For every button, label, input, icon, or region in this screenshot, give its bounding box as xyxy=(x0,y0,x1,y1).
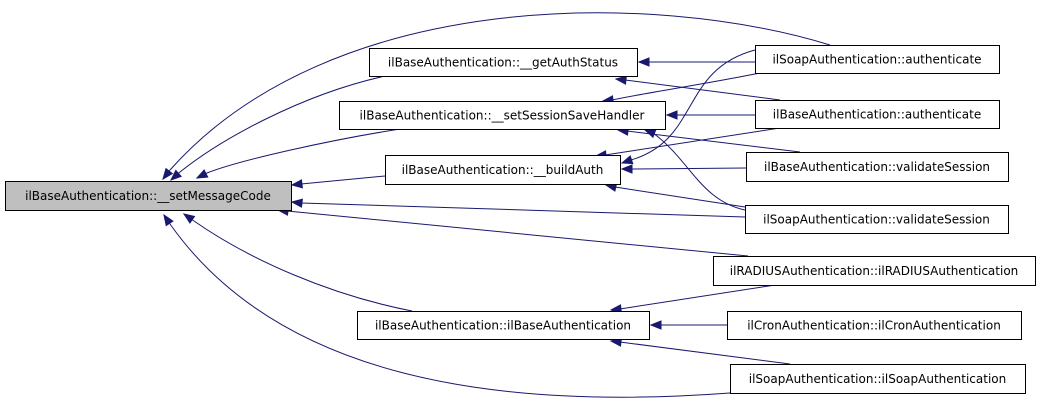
node-label[interactable]: ilSoapAuthentication::authenticate xyxy=(772,53,981,67)
node-box[interactable] xyxy=(730,364,1026,394)
call-edge-baseAuthenticate-to-getAuthStatus xyxy=(614,75,781,101)
caller-node-cronCtor[interactable]: ilCronAuthentication::ilCronAuthenticati… xyxy=(727,311,1022,340)
node-label: ilBaseAuthentication::__setMessageCode xyxy=(25,189,271,203)
caller-node-getAuthStatus[interactable]: ilBaseAuthentication::__getAuthStatus xyxy=(369,48,638,77)
call-edge-soapCtor-to-baseCtor xyxy=(609,337,791,365)
edge-line xyxy=(286,210,749,257)
node-box[interactable] xyxy=(746,152,1009,182)
call-edge-getAuthStatus-to-setMessageCode xyxy=(169,75,386,181)
node-box[interactable] xyxy=(339,101,666,130)
node-label[interactable]: ilCronAuthentication::ilCronAuthenticati… xyxy=(747,319,1001,333)
edge-line xyxy=(619,341,791,365)
edge-line xyxy=(611,72,761,101)
node-box[interactable] xyxy=(727,311,1022,340)
node-box[interactable] xyxy=(755,45,1000,74)
edge-line xyxy=(630,167,747,170)
call-edge-radiusCtor-to-baseCtor xyxy=(609,284,776,314)
node-box[interactable] xyxy=(713,256,1036,286)
edge-line xyxy=(652,132,746,211)
caller-node-baseAuthenticate[interactable]: ilBaseAuthentication::authenticate xyxy=(755,100,1000,129)
edge-line xyxy=(300,202,746,218)
call-edge-soapAuthenticate-to-setMessageCode xyxy=(162,12,831,181)
arrowhead-icon xyxy=(614,75,627,85)
caller-node-soapValidateSession[interactable]: ilSoapAuthentication::validateSession xyxy=(745,205,1009,234)
edge-line xyxy=(619,284,776,310)
call-edge-soapAuthenticate-to-getAuthStatus xyxy=(637,57,755,67)
call-edge-cronCtor-to-baseCtor xyxy=(649,320,727,330)
node-label[interactable]: ilSoapAuthentication::ilSoapAuthenticati… xyxy=(749,372,1006,386)
arrowhead-icon xyxy=(290,198,303,208)
node-box[interactable] xyxy=(369,48,638,77)
node-box[interactable] xyxy=(755,100,1000,129)
arrowhead-icon xyxy=(163,213,174,227)
caller-node-baseCtor[interactable]: ilBaseAuthentication::ilBaseAuthenticati… xyxy=(357,311,650,340)
arrowhead-icon xyxy=(637,57,650,67)
node-label[interactable]: ilRADIUSAuthentication::ilRADIUSAuthenti… xyxy=(730,264,1019,278)
caller-node-baseValidateSession[interactable]: ilBaseAuthentication::validateSession xyxy=(746,152,1009,182)
edge-line xyxy=(652,132,655,134)
arrowhead-icon xyxy=(162,167,174,181)
call-edge-soapValidateSession-to-setMessageCode xyxy=(290,198,746,218)
edge-line xyxy=(626,130,801,153)
arrowhead-icon xyxy=(665,110,678,120)
edge-line xyxy=(614,186,746,208)
call-edge-baseAuthenticate-to-setSessionSaveHandler xyxy=(665,110,755,120)
edge-line xyxy=(300,175,386,185)
node-label[interactable]: ilSoapAuthentication::validateSession xyxy=(763,213,990,227)
arrowhead-icon xyxy=(195,169,209,179)
node-label[interactable]: ilBaseAuthentication::__getAuthStatus xyxy=(388,56,618,70)
node-box[interactable] xyxy=(745,205,1009,234)
edge-line xyxy=(193,220,413,312)
edge-line xyxy=(168,169,171,172)
caller-node-radiusCtor[interactable]: ilRADIUSAuthentication::ilRADIUSAuthenti… xyxy=(713,256,1036,286)
node-box[interactable] xyxy=(357,311,650,340)
edges-layer xyxy=(162,12,831,398)
edge-line xyxy=(624,79,781,101)
call-edge-soapCtor-to-setMessageCode xyxy=(163,213,731,398)
edge-line xyxy=(178,171,181,174)
arrowhead-icon xyxy=(649,320,662,330)
arrowhead-icon xyxy=(620,164,633,174)
call-edge-buildAuth-to-setMessageCode xyxy=(290,175,386,189)
node-label[interactable]: ilBaseAuthentication::__setSessionSaveHa… xyxy=(360,109,645,123)
call-edge-baseCtor-to-setMessageCode xyxy=(182,213,413,312)
caller-node-buildAuth[interactable]: ilBaseAuthentication::__buildAuth xyxy=(385,155,621,185)
node-box xyxy=(5,181,292,211)
node-box[interactable] xyxy=(385,155,621,185)
arrowhead-icon xyxy=(182,213,196,224)
call-edge-soapValidateSession-to-setSessionSaveHandler xyxy=(643,129,746,211)
edge-line xyxy=(205,172,208,174)
edge-line xyxy=(169,12,831,171)
node-label[interactable]: ilBaseAuthentication::ilBaseAuthenticati… xyxy=(375,319,631,333)
edge-line xyxy=(630,49,756,161)
node-label[interactable]: ilBaseAuthentication::authenticate xyxy=(773,108,981,122)
edge-line xyxy=(604,127,781,156)
call-edge-soapValidateSession-to-buildAuth xyxy=(604,182,746,208)
caller-node-soapAuthenticate[interactable]: ilSoapAuthentication::authenticate xyxy=(755,45,1000,74)
nodes-layer: ilBaseAuthentication::__setMessageCodeil… xyxy=(5,45,1036,394)
node-label[interactable]: ilBaseAuthentication::validateSession xyxy=(764,160,990,174)
call-edge-baseValidateSession-to-buildAuth xyxy=(620,164,747,174)
edge-line xyxy=(169,223,731,398)
edge-line xyxy=(191,219,195,222)
edge-line xyxy=(179,75,386,173)
caller-node-soapCtor[interactable]: ilSoapAuthentication::ilSoapAuthenticati… xyxy=(730,364,1026,394)
edge-line xyxy=(206,128,401,174)
focus-node-setMessageCode: ilBaseAuthentication::__setMessageCode xyxy=(5,181,292,211)
call-edge-setSessionSaveHandler-to-setMessageCode xyxy=(195,128,401,179)
caller-node-setSessionSaveHandler[interactable]: ilBaseAuthentication::__setSessionSaveHa… xyxy=(339,101,666,130)
node-label[interactable]: ilBaseAuthentication::__buildAuth xyxy=(402,163,604,177)
arrowhead-icon xyxy=(290,179,303,189)
call-edge-soapAuthenticate-to-buildAuth xyxy=(620,49,756,165)
